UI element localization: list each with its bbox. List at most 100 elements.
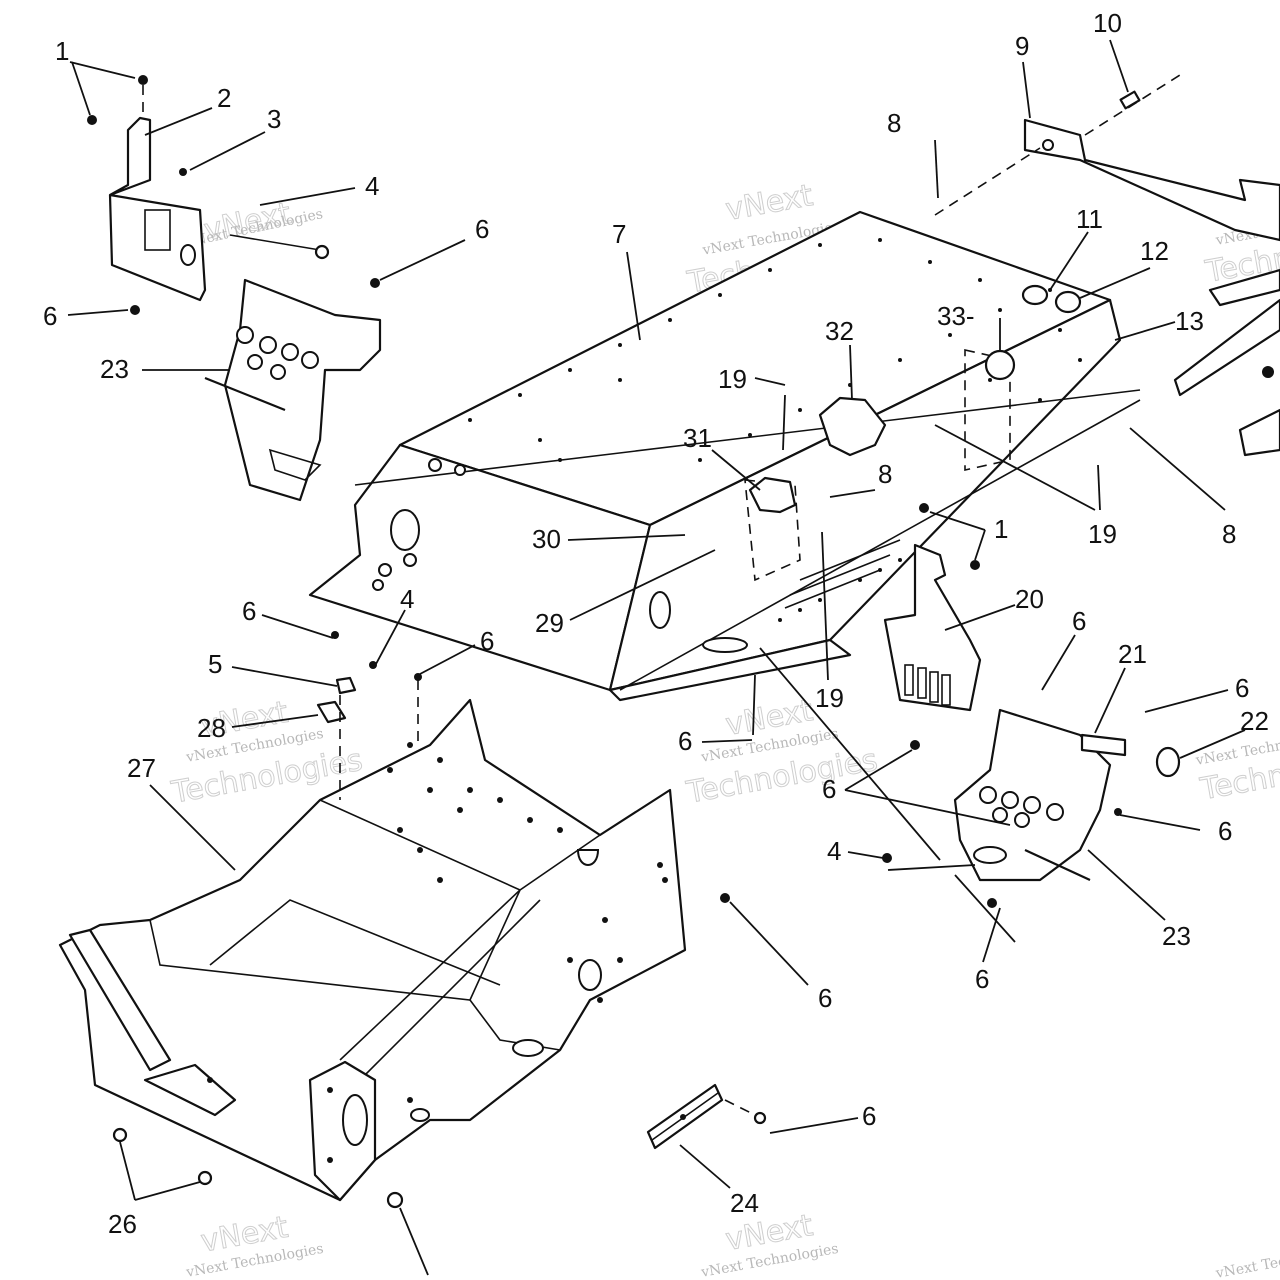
bulkhead-crossbar: [339, 889, 521, 1061]
bumper-block-32: [818, 396, 887, 457]
tunnel-hole-front: [649, 591, 671, 629]
bolt-3: [179, 168, 187, 176]
rail-9-body: [1023, 118, 1280, 242]
callout-4-upper: 4: [365, 171, 379, 201]
tunnel-slot-front: [702, 637, 748, 653]
bracket-2: [108, 116, 207, 302]
bolt-6-right-bulkhead: [720, 893, 730, 903]
callout-8-mid: 8: [878, 459, 892, 489]
tunnel-hole-4: [403, 553, 417, 567]
callout-19-lower: 19: [815, 683, 844, 713]
bolt-6-upper: [370, 278, 380, 288]
callout-6-mid-left: 6: [242, 596, 256, 626]
bolt-26-b: [197, 1170, 213, 1186]
spacer-11-12: [1021, 284, 1082, 314]
watermark-big-2: vNext: [723, 178, 816, 228]
callout-20: 20: [1015, 584, 1044, 614]
callout-6-bottom: 6: [862, 1101, 876, 1131]
callout-19-upper: 19: [718, 364, 747, 394]
callout-1-left: 1: [55, 36, 69, 66]
callout-7: 7: [612, 219, 626, 249]
plate-21: [1080, 733, 1127, 757]
slide-rail-top: [1208, 268, 1280, 307]
tunnel-bottom-edge: [608, 638, 852, 702]
callout-19-right: 19: [1088, 519, 1117, 549]
callout-6-upper: 6: [475, 214, 489, 244]
bolt-1-top: [138, 75, 148, 85]
callout-9: 9: [1015, 31, 1029, 61]
tunnel-hole-1: [428, 458, 442, 472]
callout-6-right-a: 6: [1072, 606, 1086, 636]
slide-rail-upper: [1173, 298, 1280, 397]
callout-6-bottom-right: 6: [975, 964, 989, 994]
bulkhead-tab: [143, 1063, 237, 1117]
bulkhead-crossbar-2: [359, 899, 541, 1081]
callout-6-center: 6: [678, 726, 692, 756]
tunnel-hole-5: [372, 579, 384, 591]
tunnel-hole-2: [454, 464, 466, 476]
callout-29: 29: [535, 608, 564, 638]
callout-12: 12: [1140, 236, 1169, 266]
tunnel-louvers: [784, 539, 901, 609]
callout-4-mid: 4: [400, 584, 414, 614]
callout-4-lower: 4: [827, 836, 841, 866]
bulkhead-rivets: [207, 742, 668, 1163]
bolt-6-bulkhead: [386, 1191, 404, 1209]
rod-23-lower: [1024, 849, 1091, 881]
angle-bracket-24: [646, 1083, 767, 1150]
callout-3: 3: [267, 104, 281, 134]
callout-6-right-c: 6: [1218, 816, 1232, 846]
skid-bracket-23-lower: [953, 708, 1112, 882]
callout-23-lower: 23: [1162, 921, 1191, 951]
callout-8-top: 8: [887, 108, 901, 138]
callout-6-right-b: 6: [1235, 673, 1249, 703]
callout-2: 2: [217, 83, 231, 113]
callout-31: 31: [683, 423, 712, 453]
callout-30: 30: [532, 524, 561, 554]
callout-32: 32: [825, 316, 854, 346]
callout-21: 21: [1118, 639, 1147, 669]
bolt-6-left: [130, 305, 140, 315]
tunnel-rivets: [468, 238, 1082, 622]
tunnel-front-panel: [608, 298, 1122, 692]
callout-6-bulkhead: 6: [818, 983, 832, 1013]
leader-lines: [67, 39, 1246, 1276]
wheel-22: [1155, 746, 1181, 778]
skid-bracket-23-upper: [223, 278, 382, 502]
callout-8-right: 8: [1222, 519, 1236, 549]
tunnel-hole-3: [378, 563, 392, 577]
watermark-small-9: vNext Technologies: [1214, 1242, 1280, 1280]
hidden-bracket-31: [744, 479, 801, 582]
callout-11: 11: [1076, 204, 1103, 234]
callout-13: 13: [1175, 306, 1204, 336]
bracket-20: [883, 543, 982, 712]
callout-5: 5: [208, 649, 222, 679]
bolt-1-left: [87, 115, 97, 125]
bulkhead-bar-left: [68, 928, 172, 1072]
bulkhead-floor: [209, 899, 501, 986]
bolt-26-a: [112, 1127, 128, 1143]
bracket-31: [748, 476, 797, 514]
clip-5: [335, 676, 357, 695]
left-upper-assembly: [87, 75, 382, 502]
clip-28: [316, 700, 347, 724]
bulkhead-part-27: [58, 631, 730, 1209]
callout-23-upper: 23: [100, 354, 129, 384]
callout-26: 26: [108, 1209, 137, 1239]
tunnel-rod-upper: [354, 389, 1141, 486]
rail-part-9: [934, 74, 1280, 242]
callout-6-center-low: 6: [822, 774, 836, 804]
tunnel-hole-large: [390, 509, 420, 551]
callout-27: 27: [127, 753, 156, 783]
callout-22: 22: [1240, 706, 1269, 736]
callout-28: 28: [197, 713, 226, 743]
slide-rail-lower: [1238, 408, 1280, 457]
callout-10: 10: [1093, 8, 1122, 38]
callout-24: 24: [730, 1188, 759, 1218]
pin-4: [229, 234, 321, 251]
callout-6-mid: 6: [480, 626, 494, 656]
callout-1-right: 1: [994, 514, 1008, 544]
callout-33: 33-: [937, 301, 975, 331]
bushing-33: [984, 349, 1016, 381]
